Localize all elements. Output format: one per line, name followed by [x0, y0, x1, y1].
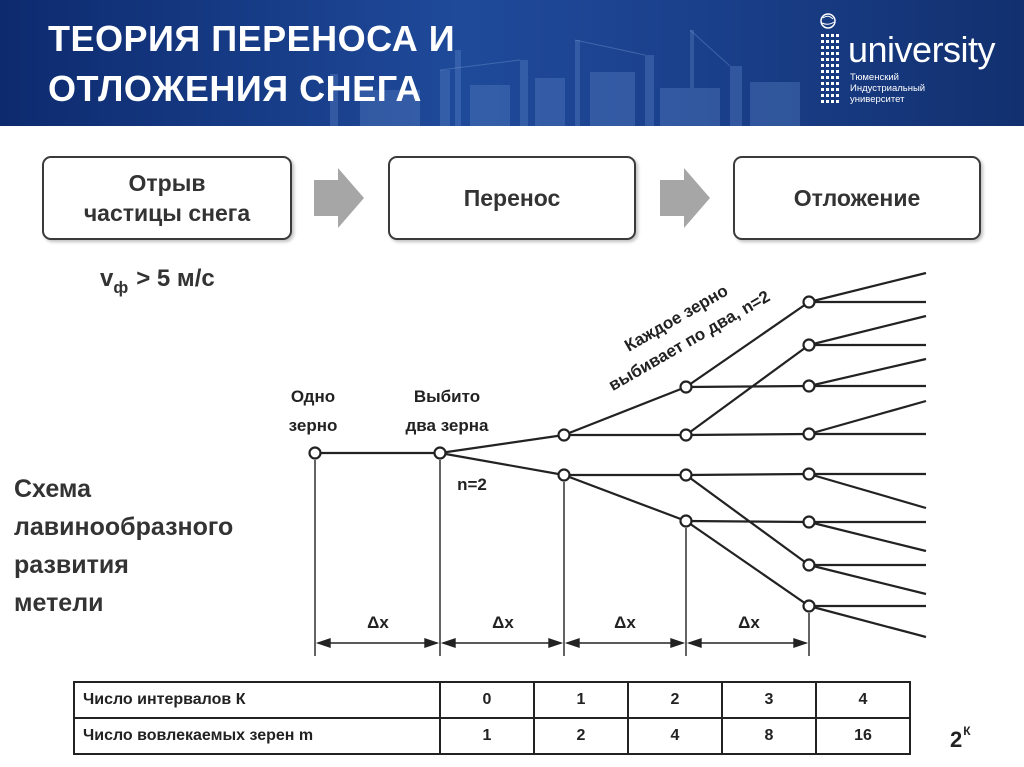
label-two-grains-line-1: Выбито	[414, 387, 480, 406]
branch-lines	[315, 271, 927, 639]
industrial-skyline-background	[330, 29, 800, 126]
grain-count-table: Число интервалов К 0 1 2 3 4 Число вовле…	[73, 681, 911, 755]
scheme-caption-line-1: Схема	[14, 475, 91, 503]
velocity-symbol: v	[100, 265, 114, 292]
interval-label-3: Δx	[614, 613, 636, 632]
title-line-2: ОТЛОЖЕНИЯ СНЕГА	[48, 68, 422, 109]
grain-node	[802, 599, 816, 613]
grain-node	[802, 515, 816, 529]
grain-node	[802, 295, 816, 309]
interval-label-2: Δx	[492, 613, 514, 632]
stage-detachment-box: Отрыв частицы снега	[42, 156, 292, 240]
logo-subtitle-line-2: Индустриальный	[850, 83, 926, 94]
table-row-label: Число интервалов К	[73, 681, 441, 719]
logo-subtitle-line-1: Тюменский	[850, 72, 899, 83]
logo-subtitle: Тюменский Индустриальный университет	[850, 72, 925, 105]
table-cell: 1	[533, 681, 629, 719]
stage-transport-box: Перенос	[388, 156, 636, 240]
title-line-1: ТЕОРИЯ ПЕРЕНОСА И	[48, 18, 456, 59]
interval-arrows	[315, 638, 809, 648]
grain-node	[679, 428, 693, 442]
table-cell: 2	[533, 717, 629, 755]
interval-label-4: Δx	[738, 613, 760, 632]
scheme-caption: Схема лавинообразного развития метели	[14, 470, 233, 622]
label-one-grain-line-1: Одно	[291, 387, 335, 406]
table-cell: 4	[815, 681, 911, 719]
table-cell: 3	[721, 681, 817, 719]
grain-node	[802, 427, 816, 441]
table-cell: 1	[439, 717, 535, 755]
grain-node	[802, 379, 816, 393]
grain-node	[802, 467, 816, 481]
grain-node	[679, 468, 693, 482]
scheme-caption-line-4: метели	[14, 589, 104, 617]
table-row-label: Число вовлекаемых зерен m	[73, 717, 441, 755]
grain-node	[802, 558, 816, 572]
table-cell: 2	[627, 681, 723, 719]
stage-detachment-line-1: Отрыв	[128, 170, 206, 196]
scheme-caption-line-3: развития	[14, 551, 129, 579]
grain-node	[433, 446, 447, 460]
grain-node	[557, 468, 571, 482]
table-row: Число интервалов К 0 1 2 3 4	[73, 681, 911, 719]
grain-node	[679, 514, 693, 528]
stage-deposition-label: Отложение	[793, 185, 921, 211]
stage-deposition-box: Отложение	[733, 156, 981, 240]
grain-node	[557, 428, 571, 442]
table-cell: 8	[721, 717, 817, 755]
grain-node	[802, 338, 816, 352]
label-n-equals-2: n=2	[457, 475, 487, 494]
formula-base: 2	[950, 727, 963, 752]
label-two-grains-line-2: два зерна	[406, 416, 490, 435]
page-title: ТЕОРИЯ ПЕРЕНОСА И ОТЛОЖЕНИЯ СНЕГА	[48, 14, 455, 114]
university-logo-icon	[820, 13, 839, 103]
logo-subtitle-line-3: университет	[850, 94, 905, 105]
velocity-condition: vф > 5 м/с	[100, 265, 215, 297]
university-logo: university Тюменский Индустриальный унив…	[818, 12, 1008, 112]
velocity-subscript: ф	[113, 278, 128, 297]
stage-transport-label: Перенос	[463, 185, 561, 211]
table-cell: 4	[627, 717, 723, 755]
grain-node	[308, 446, 322, 460]
scheme-caption-line-2: лавинообразного	[14, 513, 234, 541]
grain-node	[679, 380, 693, 394]
velocity-value: > 5 м/с	[136, 265, 214, 292]
grain-nodes	[308, 295, 816, 613]
table-row: Число вовлекаемых зерен m 1 2 4 8 16	[73, 717, 911, 755]
stage-detachment-line-2: частицы снега	[83, 200, 251, 226]
formula-exponent: К	[963, 724, 971, 738]
logo-wordmark: university	[848, 29, 996, 70]
interval-label-1: Δx	[367, 613, 389, 632]
table-cell: 0	[439, 681, 535, 719]
label-one-grain-line-2: зерно	[289, 416, 338, 435]
table-cell: 16	[815, 717, 911, 755]
header-banner: ТЕОРИЯ ПЕРЕНОСА И ОТЛОЖЕНИЯ СНЕГА univer	[0, 0, 1024, 126]
process-arrow-1-icon	[314, 168, 364, 228]
process-arrow-2-icon	[660, 168, 710, 228]
interval-guides	[314, 460, 810, 656]
growth-formula: 2К	[950, 724, 971, 753]
